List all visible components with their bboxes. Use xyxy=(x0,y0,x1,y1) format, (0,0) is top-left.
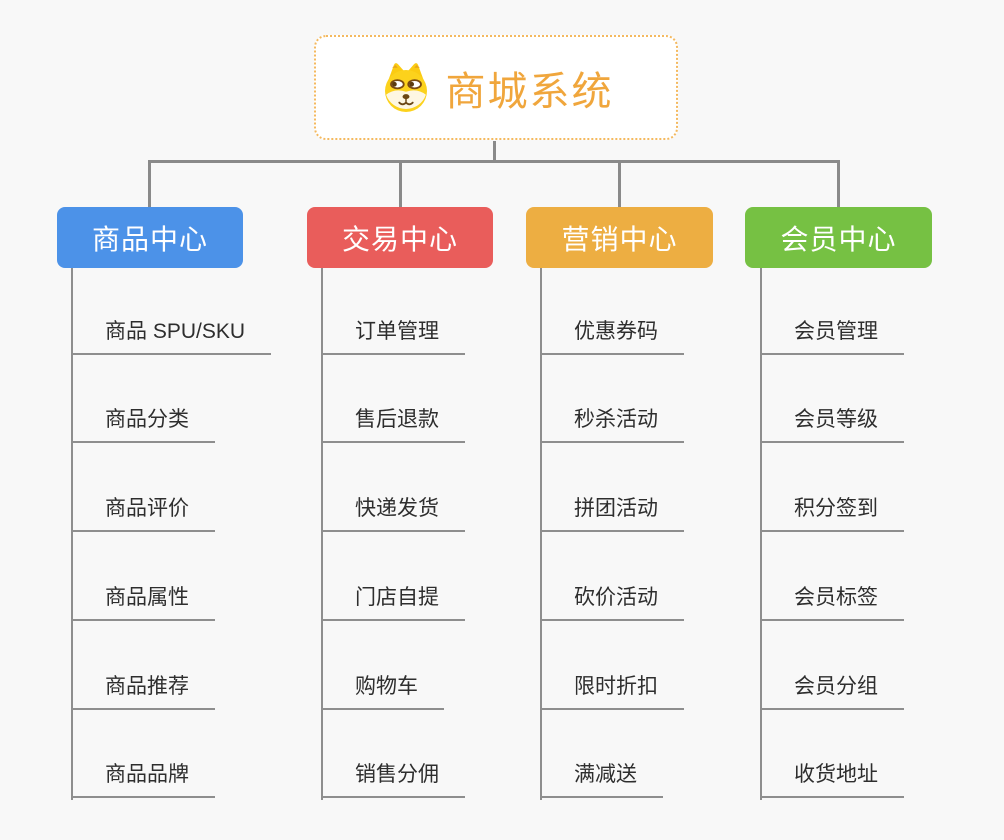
leaf-node[interactable]: 限时折扣 xyxy=(540,672,684,710)
leaf-node[interactable]: 拼团活动 xyxy=(540,494,684,532)
leaf-node[interactable]: 商品推荐 xyxy=(71,672,215,710)
leaf-node[interactable]: 商品属性 xyxy=(71,583,215,621)
branch-node-trade-center[interactable]: 交易中心 xyxy=(307,207,493,268)
leaf-node[interactable]: 订单管理 xyxy=(321,317,465,355)
leaf-node[interactable]: 满减送 xyxy=(540,760,663,798)
leaf-node[interactable]: 砍价活动 xyxy=(540,583,684,621)
leaf-node[interactable]: 商品分类 xyxy=(71,405,215,443)
branch-node-marketing-center[interactable]: 营销中心 xyxy=(526,207,713,268)
connector-root-drop xyxy=(493,141,496,162)
branch-node-product-center[interactable]: 商品中心 xyxy=(57,207,243,268)
connector-drop-trade xyxy=(399,160,402,207)
dog-icon xyxy=(384,62,427,112)
leaf-node[interactable]: 会员标签 xyxy=(760,583,904,621)
root-title: 商城系统 xyxy=(445,69,614,114)
leaf-node[interactable]: 商品品牌 xyxy=(71,760,215,798)
leaf-node[interactable]: 会员分组 xyxy=(760,672,904,710)
branch-node-member-center[interactable]: 会员中心 xyxy=(745,207,932,268)
leaf-node[interactable]: 购物车 xyxy=(321,672,444,710)
root-node[interactable]: 商城系统 xyxy=(314,35,678,140)
leaf-node[interactable]: 会员等级 xyxy=(760,405,904,443)
leaf-node[interactable]: 快递发货 xyxy=(321,494,465,532)
leaf-node[interactable]: 秒杀活动 xyxy=(540,405,684,443)
leaf-node[interactable]: 销售分佣 xyxy=(321,760,465,798)
connector-horizontal xyxy=(148,160,840,163)
leaf-node[interactable]: 售后退款 xyxy=(321,405,465,443)
branch-spine-trade xyxy=(321,268,323,800)
leaf-node[interactable]: 门店自提 xyxy=(321,583,465,621)
connector-drop-marketing xyxy=(618,160,621,207)
connector-drop-member xyxy=(837,160,840,207)
leaf-node[interactable]: 收货地址 xyxy=(760,760,904,798)
leaf-node[interactable]: 会员管理 xyxy=(760,317,904,355)
branch-spine-product xyxy=(71,268,73,800)
branch-spine-marketing xyxy=(540,268,542,800)
leaf-node[interactable]: 优惠券码 xyxy=(540,317,684,355)
connector-drop-product xyxy=(148,160,151,207)
leaf-node[interactable]: 商品 SPU/SKU xyxy=(71,317,272,355)
leaf-node[interactable]: 积分签到 xyxy=(760,494,904,532)
branch-spine-member xyxy=(760,268,762,800)
leaf-node[interactable]: 商品评价 xyxy=(71,494,215,532)
